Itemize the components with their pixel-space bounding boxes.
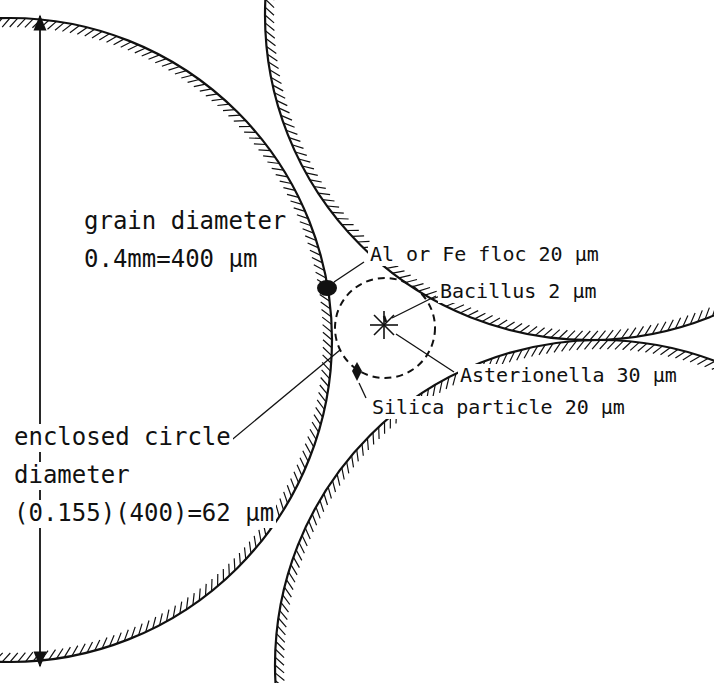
enclosed-circle-label: diameter: [12, 462, 132, 490]
grain-hatching: [265, 0, 714, 340]
particle-label: Al or Fe floc 20 μm: [368, 243, 601, 266]
grain-outline: [0, 18, 332, 662]
grain-outline: [265, 0, 714, 340]
particle-label: Bacillus 2 μm: [438, 280, 599, 303]
diameter-arrow: [39, 16, 41, 666]
leader-lines: [222, 262, 454, 448]
floc-particle: [317, 280, 337, 296]
grain-hatching: [0, 18, 332, 662]
particle-label: Silica particle 20 μm: [370, 396, 627, 419]
bacillus: [384, 316, 386, 322]
particle-label: Asterionella 30 μm: [458, 364, 679, 387]
grain-hatching: [275, 340, 714, 683]
enclosed-circle-label: enclosed circle: [12, 424, 233, 452]
grain-label: 0.4mm=400 μm: [82, 246, 259, 274]
enclosed-circle-label: (0.155)(400)=62 μm: [12, 500, 276, 528]
grain-outline: [275, 340, 714, 683]
silica-particle: [352, 362, 362, 381]
enclosed-circle: [335, 278, 435, 378]
asterionella-symbol: [370, 311, 398, 339]
grain-label: grain diameter: [82, 208, 288, 236]
